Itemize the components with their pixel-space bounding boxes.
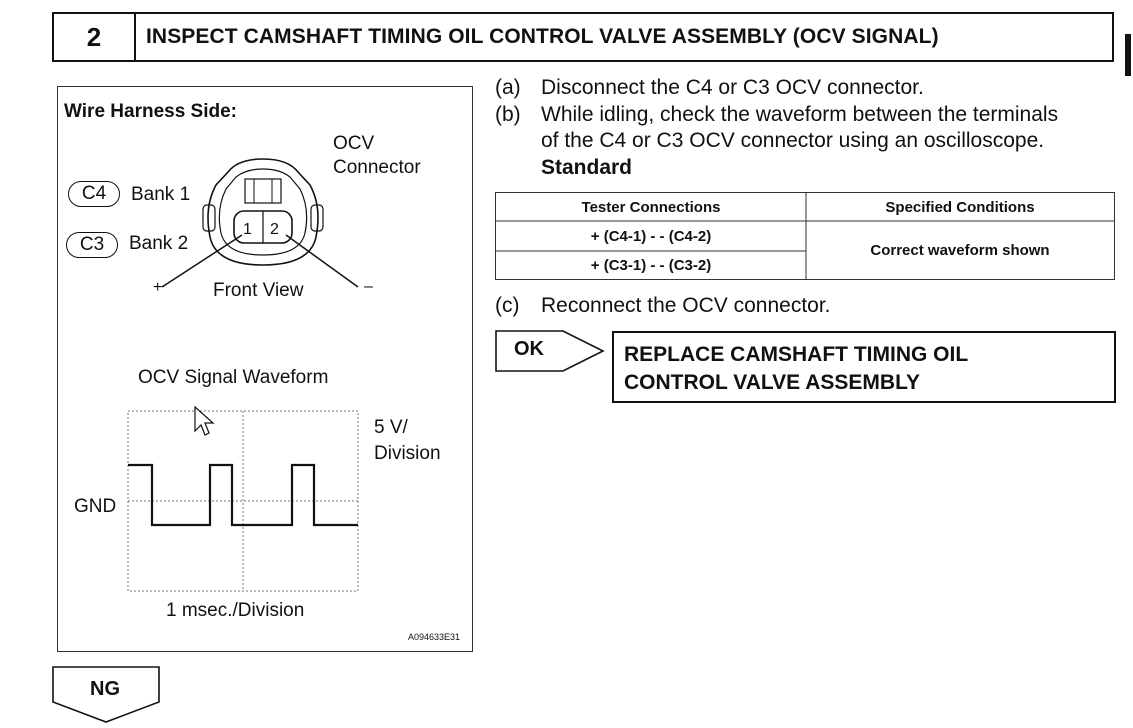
ok-arrow-icon xyxy=(495,330,605,372)
step-title: INSPECT CAMSHAFT TIMING OIL CONTROL VALV… xyxy=(146,25,939,48)
step-b: (b) While idling, check the waveform betw… xyxy=(495,102,1058,128)
step-a-text: Disconnect the C4 or C3 OCV connector. xyxy=(541,76,924,99)
c3-callout: C3 xyxy=(66,232,118,258)
pin-1-label: 1 xyxy=(243,221,252,238)
ok-label: OK xyxy=(514,338,544,360)
step-a-letter: (a) xyxy=(495,76,521,99)
ng-arrow-icon xyxy=(52,666,160,723)
spec-table: Tester Connections Specified Conditions … xyxy=(495,192,1115,280)
ocv-label-line2: Connector xyxy=(333,157,421,178)
table-row1-connection: + (C4-1) - - (C4-2) xyxy=(590,227,712,245)
table-row2-connection: + (C3-1) - - (C3-2) xyxy=(590,256,712,274)
front-view-label: Front View xyxy=(213,280,304,301)
c4-callout: C4 xyxy=(68,181,120,207)
plus-lead-label: + xyxy=(153,279,163,296)
step-b-text-line1: While idling, check the waveform between… xyxy=(541,103,1059,126)
volts-division-line2: Division xyxy=(374,443,441,464)
step-number: 2 xyxy=(54,14,136,60)
ok-result-line2: CONTROL VALVE ASSEMBLY xyxy=(624,371,920,394)
step-b-letter: (b) xyxy=(495,103,521,126)
volts-division-line1: 5 V/ xyxy=(374,417,408,438)
step-b-text-line2: of the C4 or C3 OCV connector using an o… xyxy=(541,129,1045,152)
page-edge-mark xyxy=(1125,34,1131,76)
step-c-text: Reconnect the OCV connector. xyxy=(541,294,831,317)
minus-lead-label: – xyxy=(364,278,373,295)
pin-2-label: 2 xyxy=(270,221,279,238)
standard-label: Standard xyxy=(541,156,633,179)
figure-panel: Wire Harness Side: OCV Connector C4 Bank… xyxy=(57,86,473,652)
table-header-conditions: Specified Conditions xyxy=(885,198,1035,216)
ok-result-line1: REPLACE CAMSHAFT TIMING OIL xyxy=(624,343,969,366)
step-header: 2 INSPECT CAMSHAFT TIMING OIL CONTROL VA… xyxy=(52,12,1114,62)
oscilloscope-grid xyxy=(127,410,359,592)
waveform-title: OCV Signal Waveform xyxy=(138,367,329,388)
ng-label: NG xyxy=(90,678,120,700)
table-grid-lines xyxy=(496,193,1114,279)
step-a: (a) Disconnect the C4 or C3 OCV connector… xyxy=(495,75,924,101)
step-c-letter: (c) xyxy=(495,294,520,317)
time-division-label: 1 msec./Division xyxy=(166,600,305,621)
table-header-tester: Tester Connections xyxy=(581,198,721,216)
bank2-label: Bank 2 xyxy=(129,233,189,254)
figure-id: A094633E31 xyxy=(408,632,461,642)
step-c: (c) Reconnect the OCV connector. xyxy=(495,293,831,319)
table-condition: Correct waveform shown xyxy=(870,241,1050,259)
gnd-label: GND xyxy=(74,496,117,517)
ocv-label-line1: OCV xyxy=(333,133,375,154)
ok-result-box: REPLACE CAMSHAFT TIMING OIL CONTROL VALV… xyxy=(612,331,1116,403)
connector-drawing xyxy=(202,158,324,266)
harness-title: Wire Harness Side: xyxy=(64,101,238,122)
bank1-label: Bank 1 xyxy=(131,184,191,205)
probe-leads xyxy=(161,234,359,288)
mouse-cursor-icon xyxy=(194,405,215,436)
